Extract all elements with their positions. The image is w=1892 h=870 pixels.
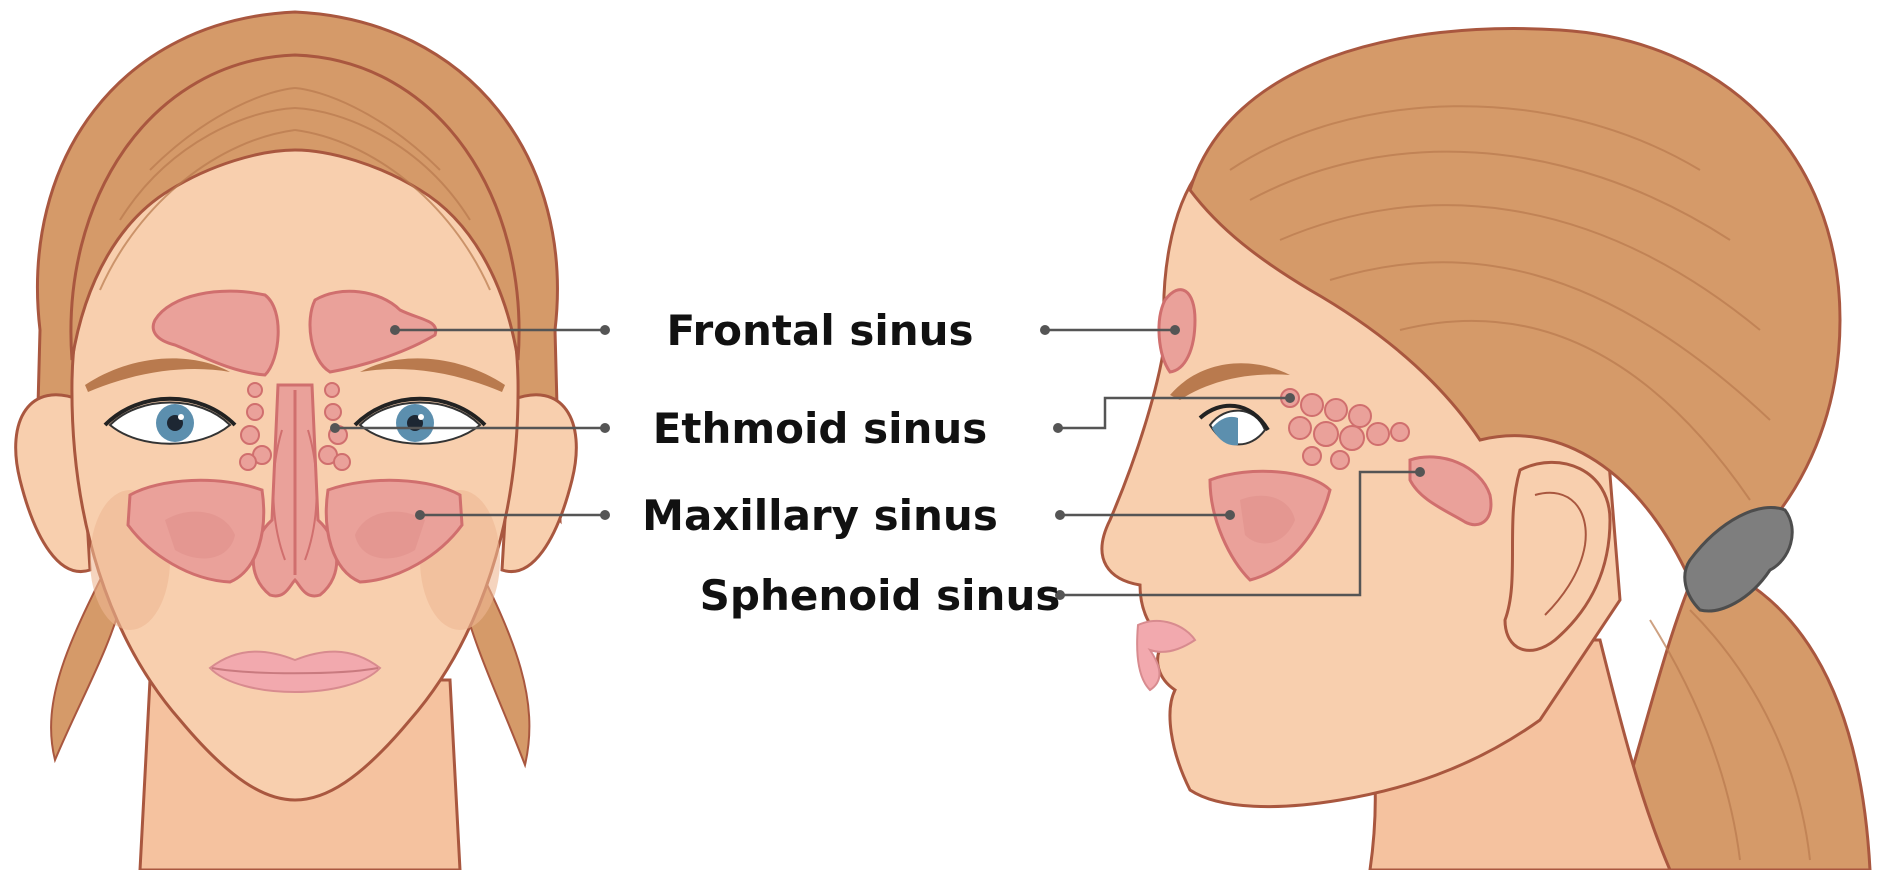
label-sphenoid-sinus: Sphenoid sinus [700, 571, 1061, 620]
side-view-head [1102, 29, 1870, 870]
label-maxillary-sinus: Maxillary sinus [642, 491, 998, 540]
label-ethmoid-sinus: Ethmoid sinus [653, 404, 988, 453]
label-frontal-sinus: Frontal sinus [666, 306, 973, 355]
